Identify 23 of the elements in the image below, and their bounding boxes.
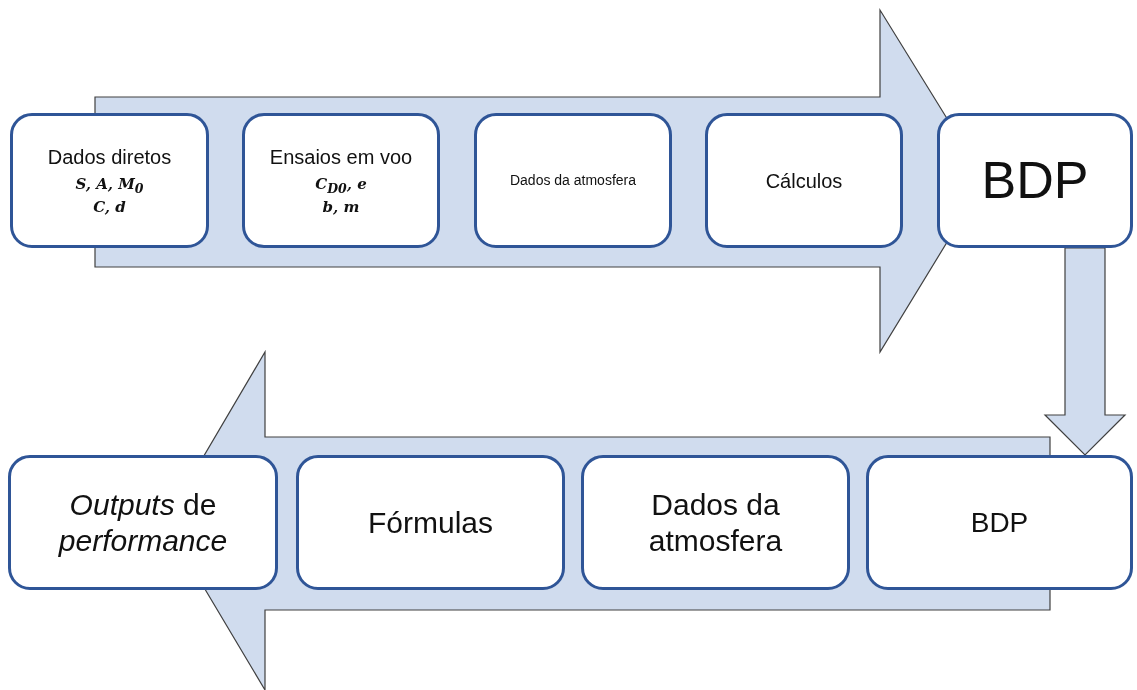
process-box [866,455,1133,590]
process-box [242,113,440,248]
box-title: Dados diretos [47,145,172,169]
process-box [296,455,565,590]
process-box [705,113,903,248]
block-arrow [1043,247,1127,456]
math-formula: C$_{D0}$, e [315,175,367,196]
math-formula: C, d [93,198,126,216]
box-title: Cálculos [765,168,843,193]
box-title: Dados da atmosfera [509,172,637,189]
process-box [10,113,209,248]
math-formula: b, m [322,198,360,216]
process-box [581,455,850,590]
process-box [474,113,672,248]
process-box [8,455,278,590]
box-title: Dados da atmosfera [647,486,784,559]
box-title: Ensaios em voo [269,145,413,169]
math-formula: S, A, M$_{0}$ [75,175,144,196]
box-title: Fórmulas [368,504,493,541]
box-title: Outputs de performance [57,486,229,559]
process-box [937,113,1133,248]
box-title: BDP [970,505,1029,540]
box-title: BDP [981,150,1089,212]
